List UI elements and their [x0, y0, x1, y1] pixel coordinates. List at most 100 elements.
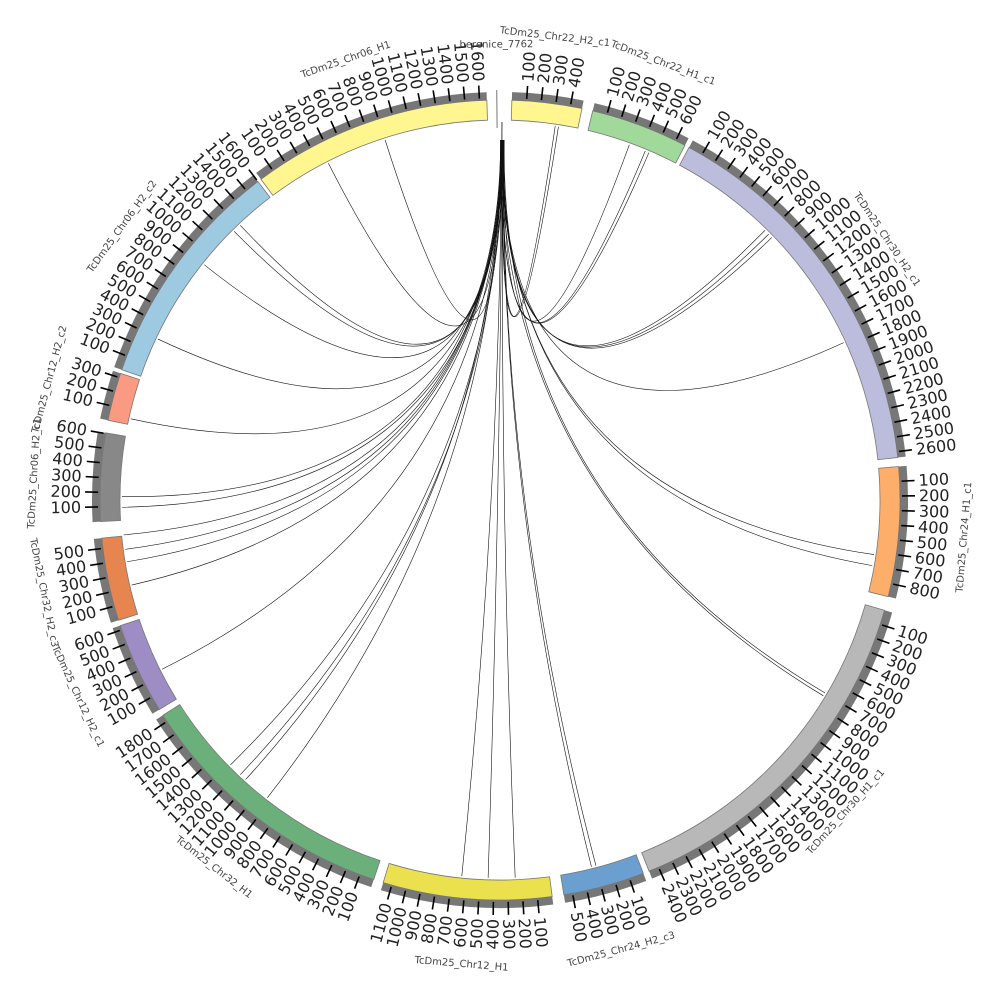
- link-chord: [500, 140, 646, 324]
- tick-mark: [112, 643, 126, 650]
- tick-mark: [236, 178, 246, 190]
- tick-label: 400: [564, 56, 588, 89]
- segment-label: berenice_7762: [460, 39, 534, 51]
- ideogram-block: [260, 99, 488, 196]
- tick-mark: [124, 321, 137, 329]
- scale-band: [380, 882, 554, 908]
- tick-mark: [181, 757, 193, 768]
- tick-label: 700: [434, 914, 457, 947]
- tick-mark: [358, 109, 365, 123]
- tick-mark: [146, 281, 159, 290]
- link-chord: [203, 140, 503, 358]
- tick-mark: [339, 870, 347, 884]
- tick-label: 100: [918, 469, 949, 489]
- tick-label: 500: [567, 910, 591, 943]
- tick-mark: [153, 721, 166, 731]
- tick-mark: [386, 886, 392, 900]
- tick-mark: [477, 901, 480, 915]
- link-chord: [501, 126, 559, 317]
- tick-mark: [675, 126, 684, 140]
- tick-mark: [739, 166, 749, 178]
- scale-band: [888, 465, 909, 599]
- tick-label: 100: [530, 916, 552, 948]
- tick-mark: [416, 893, 421, 907]
- tick-mark: [648, 114, 656, 128]
- link-chord: [131, 140, 503, 586]
- tick-mark: [247, 818, 257, 831]
- scale-band: [93, 538, 119, 623]
- tick-mark: [727, 157, 736, 170]
- ideogram-block: [99, 432, 126, 523]
- tick-mark: [735, 824, 745, 837]
- ideogram-tcdm25-chr30-h2-c1: 1002003004005006007008009001000110012001…: [679, 107, 957, 461]
- tick-mark: [569, 91, 574, 105]
- tick-mark: [202, 209, 213, 220]
- tick-mark: [658, 868, 666, 882]
- tick-mark: [88, 445, 102, 449]
- tick-mark: [794, 217, 805, 228]
- tick-mark: [162, 734, 175, 743]
- tick-label: 300: [499, 919, 519, 950]
- tick-mark: [248, 169, 258, 181]
- tick-mark: [883, 374, 897, 380]
- tick-mark: [171, 745, 184, 756]
- tick-mark: [820, 741, 832, 751]
- tick-mark: [401, 890, 407, 904]
- tick-mark: [901, 524, 915, 528]
- tick-mark: [672, 862, 680, 876]
- ideogram-block: [587, 110, 686, 164]
- tick-mark: [871, 651, 885, 659]
- tick-mark: [780, 786, 792, 797]
- tick-mark: [201, 779, 213, 790]
- segment-label: TcDm25_Chr12_H1: [413, 955, 509, 974]
- tick-mark: [213, 198, 224, 210]
- tick-label: 100: [518, 51, 539, 83]
- link-chord: [245, 140, 501, 780]
- link-chord: [240, 140, 505, 775]
- tick-label: 100: [50, 498, 81, 518]
- ideogram-block: [641, 604, 885, 872]
- tick-mark: [353, 876, 360, 889]
- tick-mark: [615, 884, 621, 898]
- scale-band: [592, 103, 689, 146]
- tick-mark: [867, 331, 880, 339]
- tick-mark: [402, 96, 408, 110]
- tick-mark: [96, 401, 110, 407]
- tick-mark: [804, 228, 816, 239]
- link-chord: [503, 140, 597, 866]
- tick-mark: [432, 90, 437, 104]
- tick-mark: [887, 389, 901, 395]
- tick-mark: [828, 729, 841, 739]
- tick-label: 800: [417, 912, 441, 945]
- tick-mark: [131, 308, 144, 316]
- tick-mark: [118, 657, 131, 664]
- tick-mark: [107, 629, 121, 636]
- tick-mark: [100, 386, 114, 392]
- tick-mark: [898, 449, 913, 453]
- ideogram-block: [510, 99, 583, 129]
- tick-label: 1500: [450, 41, 473, 83]
- tick-mark: [172, 243, 184, 254]
- scale-band: [511, 92, 584, 109]
- tick-mark: [87, 547, 102, 552]
- tick-mark: [859, 678, 872, 687]
- ideogram-berenice-7762: berenice_7762: [460, 39, 534, 129]
- tick-mark: [285, 843, 294, 856]
- tick-mark: [894, 418, 908, 423]
- tick-label: 500: [53, 541, 86, 564]
- tick-mark: [540, 87, 544, 101]
- tick-mark: [784, 206, 795, 217]
- tick-mark: [387, 100, 393, 114]
- scale-band: [563, 873, 647, 903]
- tick-mark: [99, 605, 113, 611]
- tick-label: 1400: [433, 43, 457, 86]
- tick-mark: [191, 768, 203, 779]
- tick-mark: [810, 753, 823, 763]
- tick-mark: [773, 195, 784, 207]
- tick-mark: [461, 900, 465, 914]
- tick-mark: [182, 232, 194, 242]
- tick-mark: [235, 809, 245, 821]
- ideogram-tcdm25-chr12-h1: 10020030040050060070080090010001100TcDm2…: [366, 862, 554, 974]
- tick-mark: [847, 290, 860, 299]
